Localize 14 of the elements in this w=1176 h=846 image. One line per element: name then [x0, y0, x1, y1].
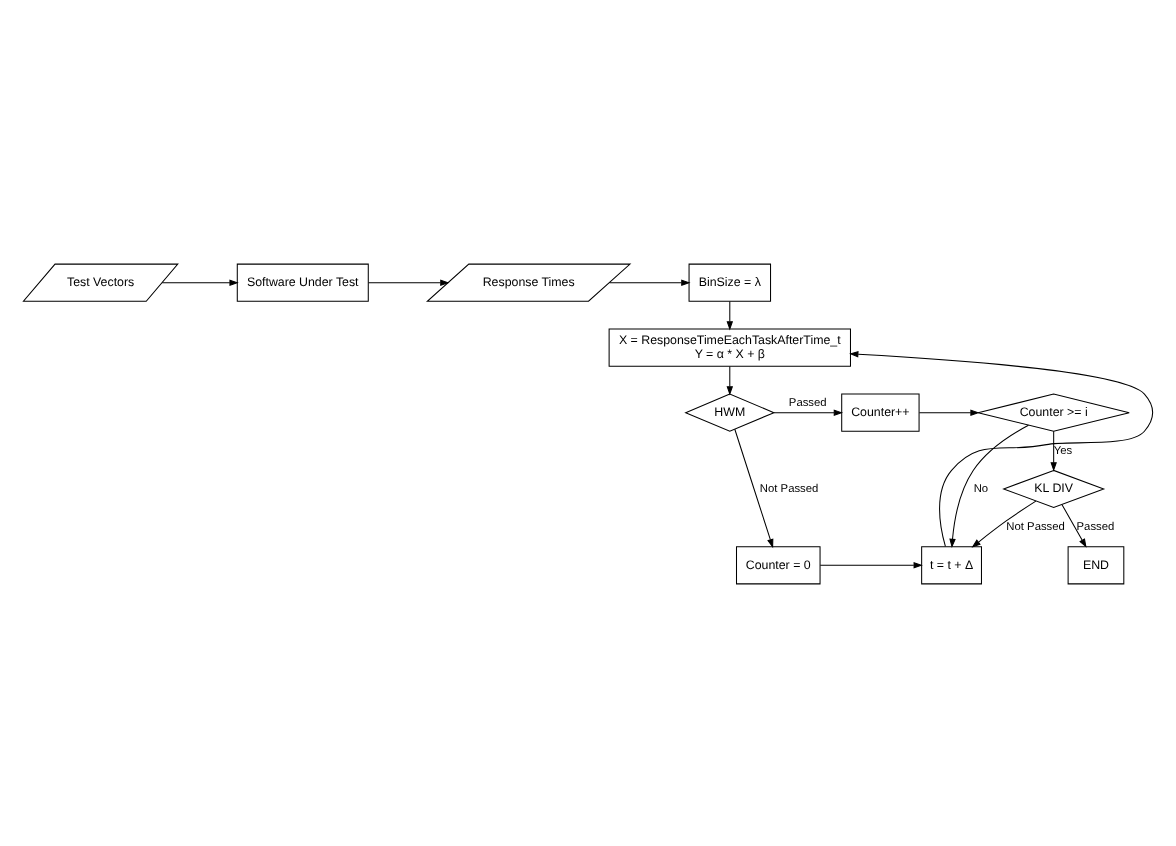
arrow: [1050, 429, 1057, 471]
arrow: [726, 365, 734, 395]
arrow: [949, 423, 1029, 548]
arrow: [918, 408, 980, 415]
arrow: [849, 350, 1154, 546]
arrow: [971, 499, 1037, 547]
arrow: [1061, 503, 1087, 547]
arrow: [773, 408, 843, 415]
arrow: [161, 278, 239, 285]
arrow: [734, 427, 774, 548]
arrow: [819, 561, 923, 568]
arrow: [609, 278, 691, 285]
arrow: [368, 278, 450, 285]
arrow: [726, 300, 734, 330]
